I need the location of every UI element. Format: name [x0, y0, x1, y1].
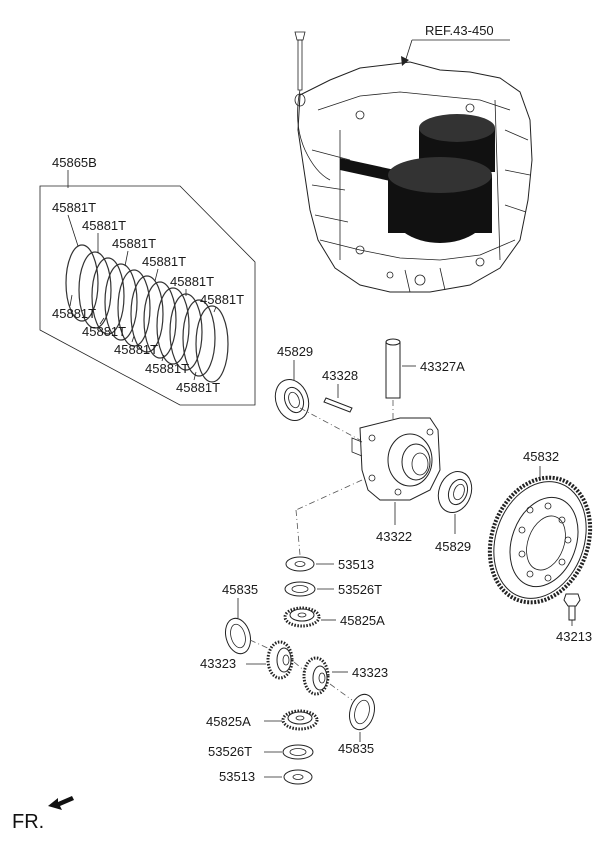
- plate-label[interactable]: 45881T: [176, 380, 220, 395]
- clutch-pack-assembly-label[interactable]: 45865B: [52, 155, 97, 170]
- front-orientation-marker: FR.: [12, 796, 74, 833]
- washer-53526T-top: 53526T: [284, 581, 382, 597]
- washer-53513-top: 53513: [285, 556, 374, 572]
- part-label-53513-top[interactable]: 53513: [338, 557, 374, 572]
- plate-label[interactable]: 45881T: [114, 342, 158, 357]
- part-label-53526T-top[interactable]: 53526T: [338, 582, 382, 597]
- thrust-washer-left: 45835: [222, 582, 273, 655]
- part-label-43323-right[interactable]: 43323: [352, 665, 388, 680]
- part-label-45829-right[interactable]: 45829: [435, 539, 471, 554]
- ring-gear: 45832: [487, 449, 593, 605]
- washer-53513-bottom: 53513: [219, 769, 313, 785]
- part-label-43213[interactable]: 43213: [556, 629, 592, 644]
- pin-43328: 43328: [322, 368, 358, 413]
- front-label: FR.: [12, 811, 44, 833]
- side-gear-right: 43323: [302, 656, 388, 701]
- plate-label[interactable]: 45881T: [52, 306, 96, 321]
- bearing-right: 45829: [435, 471, 473, 554]
- bearing-left: 45829: [274, 344, 313, 421]
- plate-label[interactable]: 45881T: [52, 200, 96, 215]
- part-label-45825A-bottom[interactable]: 45825A: [206, 714, 251, 729]
- part-label-43322[interactable]: 43322: [376, 529, 412, 544]
- plate-label[interactable]: 45881T: [82, 218, 126, 233]
- washer-53526T-bottom: 53526T: [208, 744, 314, 760]
- side-gear-left: 43323: [200, 640, 307, 680]
- differential-case: 43322: [295, 407, 441, 556]
- bolt-43213: 43213: [556, 593, 592, 644]
- reference-callout: REF.43-450: [401, 23, 510, 66]
- part-label-53513-bottom[interactable]: 53513: [219, 769, 255, 784]
- part-label-43323-left[interactable]: 43323: [200, 656, 236, 671]
- part-label-43327A[interactable]: 43327A: [420, 359, 465, 374]
- plate-label[interactable]: 45881T: [112, 236, 156, 251]
- shaft-43327A: 43327A: [385, 338, 465, 420]
- part-label-53526T-bottom[interactable]: 53526T: [208, 744, 252, 759]
- part-label-45835-left[interactable]: 45835: [222, 582, 258, 597]
- part-label-45832[interactable]: 45832: [523, 449, 559, 464]
- plate-label[interactable]: 45881T: [142, 254, 186, 269]
- part-label-45835-right[interactable]: 45835: [338, 741, 374, 756]
- plate-label[interactable]: 45881T: [145, 361, 189, 376]
- clutch-pack-group: 45865B 45881T 45881T 45881T 45881T 45881…: [39, 155, 256, 406]
- part-label-45829-left[interactable]: 45829: [277, 344, 313, 359]
- plate-label[interactable]: 45881T: [170, 274, 214, 289]
- pinion-gear-top: 45825A: [283, 606, 385, 628]
- part-label-43328[interactable]: 43328: [322, 368, 358, 383]
- part-label-45825A-top[interactable]: 45825A: [340, 613, 385, 628]
- reference-label[interactable]: REF.43-450: [425, 23, 494, 38]
- pinion-gear-bottom: 45825A: [206, 709, 319, 731]
- thrust-washer-right: 45835: [338, 693, 375, 756]
- front-arrow-icon: [48, 796, 74, 810]
- plate-label[interactable]: 45881T: [200, 292, 244, 307]
- transmission-housing: [294, 31, 533, 293]
- clutch-plates: [65, 244, 229, 383]
- plate-label[interactable]: 45881T: [82, 324, 126, 339]
